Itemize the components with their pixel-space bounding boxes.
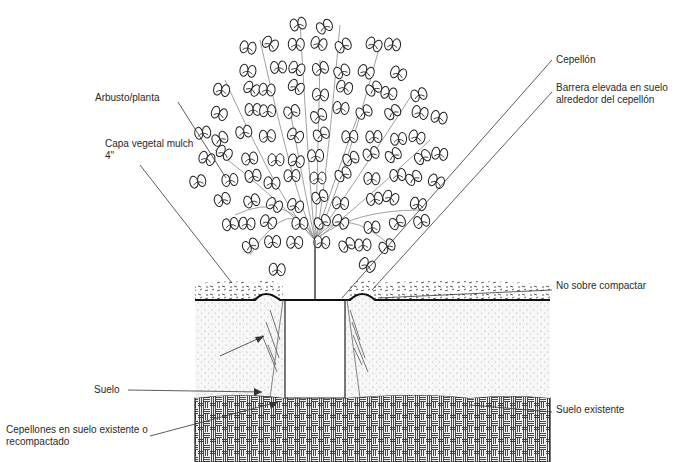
planting-soil — [345, 294, 550, 398]
soil-texture — [345, 294, 550, 398]
note-label: Barrera elevada en suelo alrededor del c… — [556, 82, 668, 106]
planting-soil — [195, 294, 285, 398]
soil-surface — [195, 294, 550, 300]
part-label: Arbusto/planta — [95, 92, 185, 104]
part-label: Capa vegetal mulch 4" — [105, 138, 195, 162]
root-ball — [285, 300, 345, 398]
note-label: Cepellones en suelo existente o recompac… — [6, 424, 156, 448]
existing-soil — [195, 395, 550, 462]
part-label: Suelo existente — [556, 404, 668, 416]
part-label: Suelo — [94, 384, 134, 396]
pit-wall — [270, 300, 360, 398]
soil-texture — [195, 294, 285, 398]
mulch-layer — [347, 280, 550, 300]
mulch-layer — [195, 280, 283, 300]
arrowheads — [254, 336, 278, 409]
note-label: No sobre compactar — [556, 280, 668, 292]
leader-lines — [128, 60, 552, 436]
shrub-canopy — [189, 16, 449, 300]
part-label: Cepellón — [556, 54, 666, 66]
